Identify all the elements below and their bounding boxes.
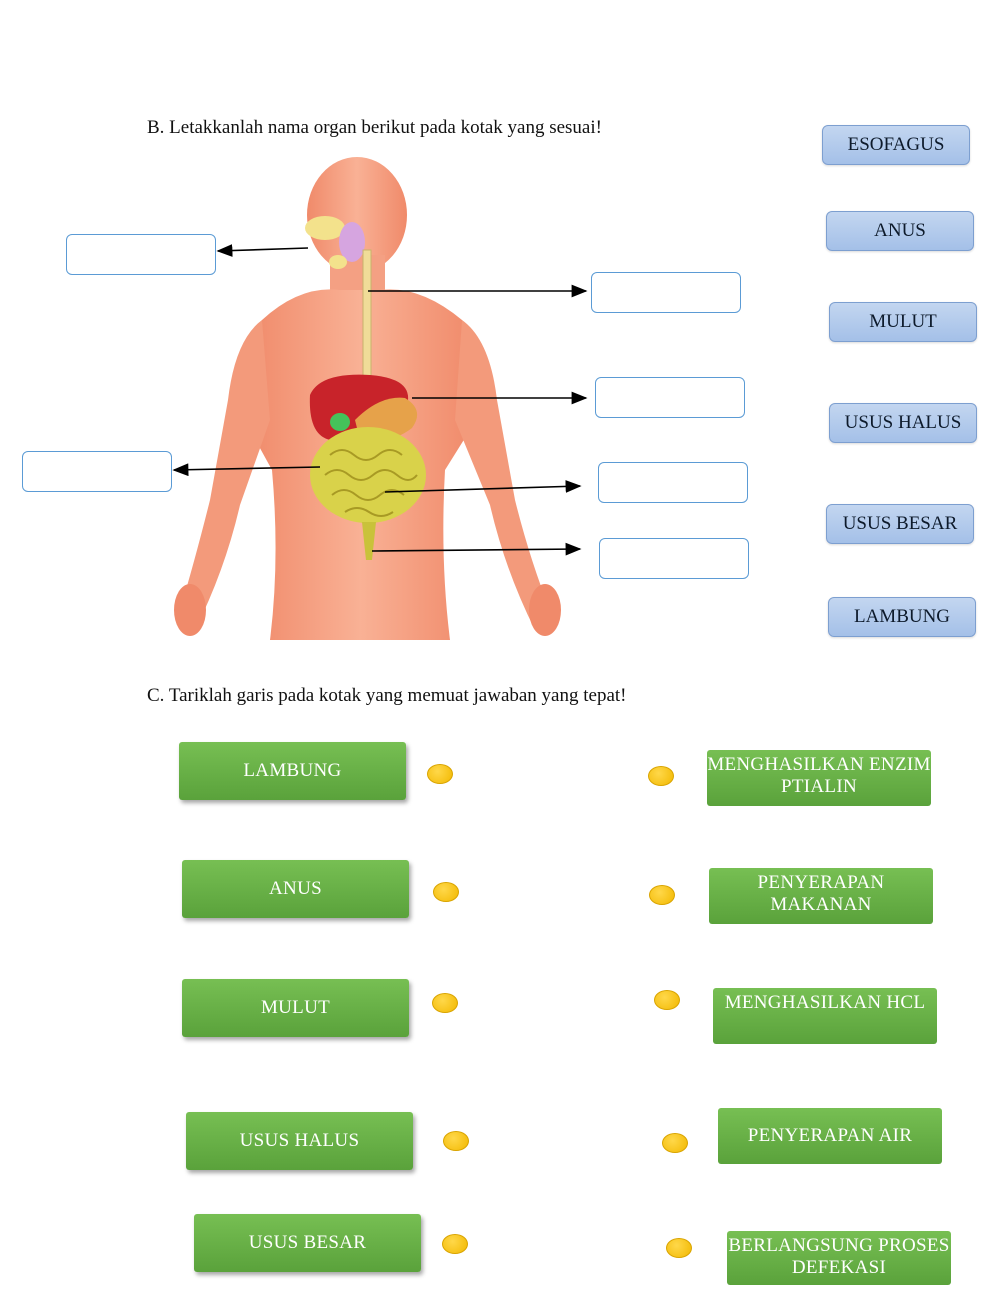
word-chip-anus[interactable]: ANUS (826, 211, 974, 251)
match-right-enzim-ptialin: MENGHASILKAN ENZIM PTIALIN (707, 750, 931, 806)
connector-dot-left-2[interactable] (433, 882, 459, 902)
connector-dot-right-1[interactable] (648, 766, 674, 786)
mouth-organs (305, 216, 365, 269)
drop-box-small-intestine[interactable] (598, 462, 748, 503)
small-intestine-organ (310, 427, 426, 523)
match-right-defekasi: BERLANGSUNG PROSES DEFEKASI (727, 1231, 951, 1285)
connector-dot-right-4[interactable] (662, 1133, 688, 1153)
drop-box-liver-side[interactable] (22, 451, 172, 492)
match-left-usus-besar: USUS BESAR (194, 1214, 421, 1272)
word-chip-esofagus[interactable]: ESOFAGUS (822, 125, 970, 165)
esophagus-organ (362, 249, 372, 381)
gallbladder-organ (330, 413, 350, 431)
drop-box-mouth[interactable] (66, 234, 216, 275)
match-left-lambung: LAMBUNG (179, 742, 406, 800)
match-left-usus-halus: USUS HALUS (186, 1112, 413, 1170)
drop-box-stomach[interactable] (595, 377, 745, 418)
connector-dot-left-5[interactable] (442, 1234, 468, 1254)
digestive-system-diagram (172, 157, 588, 640)
word-chip-usus-halus[interactable]: USUS HALUS (829, 403, 977, 443)
connector-dot-left-3[interactable] (432, 993, 458, 1013)
drop-box-esophagus[interactable] (591, 272, 741, 313)
section-b-instruction: B. Letakkanlah nama organ berikut pada k… (147, 117, 602, 138)
drop-box-anus[interactable] (599, 538, 749, 579)
connector-dot-left-4[interactable] (443, 1131, 469, 1151)
connector-dot-right-5[interactable] (666, 1238, 692, 1258)
connector-dot-right-2[interactable] (649, 885, 675, 905)
pointer-arrows (172, 244, 588, 556)
connector-dot-left-1[interactable] (427, 764, 453, 784)
match-right-penyerapan-makanan: PENYERAPAN MAKANAN (709, 868, 933, 924)
word-chip-lambung[interactable]: LAMBUNG (828, 597, 976, 637)
match-left-mulut: MULUT (182, 979, 409, 1037)
match-right-hcl: MENGHASILKAN HCL (713, 988, 937, 1044)
section-c-instruction: C. Tariklah garis pada kotak yang memuat… (147, 685, 627, 706)
connector-dot-right-3[interactable] (654, 990, 680, 1010)
match-left-anus: ANUS (182, 860, 409, 918)
word-chip-usus-besar[interactable]: USUS BESAR (826, 504, 974, 544)
match-right-penyerapan-air: PENYERAPAN AIR (718, 1108, 942, 1164)
word-chip-mulut[interactable]: MULUT (829, 302, 977, 342)
